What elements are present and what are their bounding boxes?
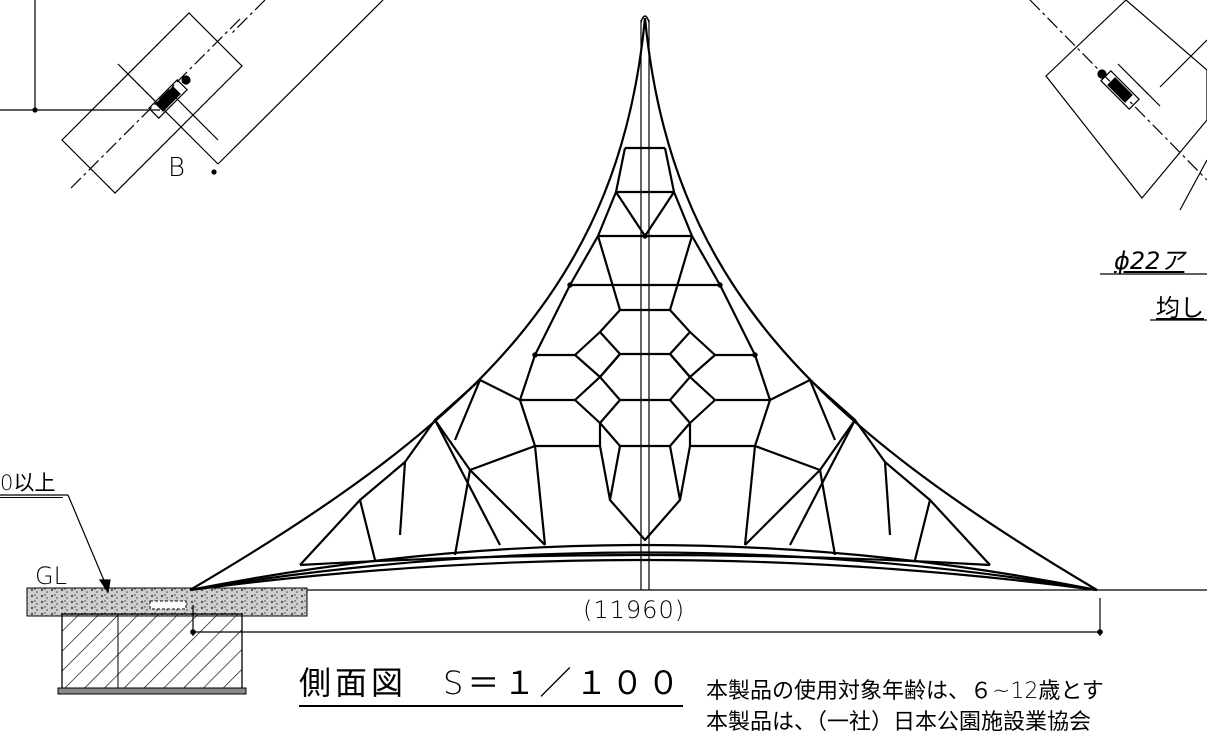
note-line-1: 本製品の使用対象年齢は、６~12歳とす [706,679,1104,704]
note-line-2: 本製品は、（一社）日本公園施設業協会 [706,710,1092,735]
drawing-title: 側面図 S＝１／１００ [299,663,684,707]
anchor-spec-label-2: 均し [1156,294,1204,322]
depth-leader [0,494,111,594]
anchor-detail-right [1029,0,1207,211]
climbing-net-structure [189,15,1098,592]
ground-level-label: GL [35,562,67,590]
anchor-detail-left [0,0,384,194]
anchor-label-leaders [1100,273,1207,321]
dimension-line [190,598,1103,636]
detail-label-b: B [168,153,186,183]
depth-label: 0以上 [0,467,64,498]
foundation-footing [26,587,308,695]
side-elevation-drawing [0,0,1207,695]
overall-width-dimension: (11960) [583,596,686,624]
anchor-spec-label: ϕ22ア [1114,247,1185,275]
